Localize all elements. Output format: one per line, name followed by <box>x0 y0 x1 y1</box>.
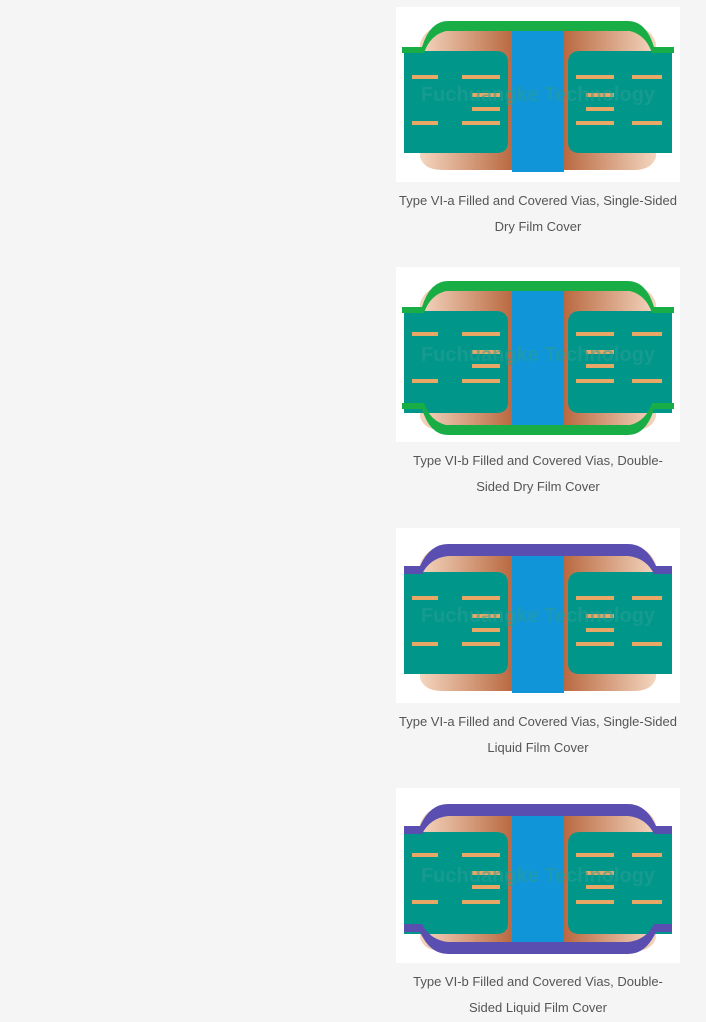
inner-copper-pad <box>632 75 662 79</box>
inner-copper-pad <box>576 853 614 857</box>
dielectric-right <box>568 832 672 934</box>
inner-copper-pad <box>472 107 500 111</box>
figure-type-vi-b-dry: Fuchuangke Technology Type VI-b Filled a… <box>396 267 680 500</box>
inner-copper-pad <box>462 379 500 383</box>
inner-copper-pad <box>412 596 438 600</box>
via-cross-section-diagram: Fuchuangke Technology <box>396 267 680 442</box>
inner-copper-pad <box>472 364 500 368</box>
figure-type-vi-a-liquid: Fuchuangke Technology Type VI-a Filled a… <box>396 528 680 761</box>
inner-copper-pad <box>586 350 614 354</box>
caption-line-2: Liquid Film Cover <box>487 740 589 755</box>
inner-copper-pad <box>586 614 614 618</box>
inner-copper-pad <box>586 885 614 889</box>
via-cross-section-diagram: Fuchuangke Technology <box>396 528 680 703</box>
inner-copper-pad <box>586 628 614 632</box>
inner-copper-pad <box>412 900 438 904</box>
dielectric-left <box>404 311 508 413</box>
inner-copper-pad <box>576 596 614 600</box>
caption-line-2: Dry Film Cover <box>494 219 582 234</box>
inner-copper-pad <box>412 853 438 857</box>
top-dry-film-cover <box>402 281 674 313</box>
inner-copper-pad <box>462 853 500 857</box>
inner-copper-pad <box>412 75 438 79</box>
caption-line-2: Sided Dry Film Cover <box>476 479 600 494</box>
caption-line-1: Type VI-a Filled and Covered Vias, Singl… <box>399 193 677 208</box>
figure-type-vi-b-liquid: Fuchuangke Technology Type VI-b Filled a… <box>396 788 680 1021</box>
via-fill <box>512 808 564 953</box>
inner-copper-pad <box>472 93 500 97</box>
inner-copper-pad <box>462 596 500 600</box>
figure-caption: Type VI-a Filled and Covered Vias, Singl… <box>396 709 680 761</box>
figure-caption: Type VI-b Filled and Covered Vias, Doubl… <box>396 969 680 1021</box>
via-fill <box>512 287 564 432</box>
inner-copper-pad <box>586 93 614 97</box>
caption-line-2: Sided Liquid Film Cover <box>468 1000 607 1015</box>
inner-copper-pad <box>586 871 614 875</box>
inner-copper-pad <box>412 642 438 646</box>
inner-copper-pad <box>632 596 662 600</box>
inner-copper-pad <box>632 642 662 646</box>
watermark-text: Fuchuangke Technology <box>421 344 656 366</box>
inner-copper-pad <box>412 332 438 336</box>
inner-copper-pad <box>632 332 662 336</box>
inner-copper-pad <box>576 121 614 125</box>
caption-line-1: Type VI-b Filled and Covered Vias, Doubl… <box>413 974 663 989</box>
via-fill <box>512 27 564 172</box>
inner-copper-pad <box>576 900 614 904</box>
bottom-dry-film-cover <box>402 403 674 435</box>
inner-copper-pad <box>462 121 500 125</box>
top-liquid-film-cover <box>404 804 672 834</box>
watermark-text: Fuchuangke Technology <box>421 865 656 887</box>
inner-copper-pad <box>472 871 500 875</box>
inner-copper-pad <box>472 350 500 354</box>
inner-copper-pad <box>412 379 438 383</box>
top-liquid-film-cover <box>404 544 672 574</box>
inner-copper-pad <box>462 642 500 646</box>
via-cross-section-diagram: Fuchuangke Technology <box>396 788 680 963</box>
inner-copper-pad <box>586 364 614 368</box>
inner-copper-pad <box>472 885 500 889</box>
inner-copper-pad <box>632 379 662 383</box>
watermark-text: Fuchuangke Technology <box>421 84 656 106</box>
inner-copper-pad <box>462 900 500 904</box>
dielectric-left <box>404 832 508 934</box>
figure-caption: Type VI-a Filled and Covered Vias, Singl… <box>396 188 680 240</box>
via-cross-section-diagram: Fuchuangke Technology <box>396 7 680 182</box>
figure-caption: Type VI-b Filled and Covered Vias, Doubl… <box>396 448 680 500</box>
via-fill <box>512 548 564 693</box>
inner-copper-pad <box>462 75 500 79</box>
inner-copper-pad <box>576 379 614 383</box>
inner-copper-pad <box>576 75 614 79</box>
inner-copper-pad <box>632 853 662 857</box>
bottom-liquid-film-cover <box>404 924 672 954</box>
watermark-text: Fuchuangke Technology <box>421 605 656 627</box>
inner-copper-pad <box>586 107 614 111</box>
caption-line-1: Type VI-b Filled and Covered Vias, Doubl… <box>413 453 663 468</box>
inner-copper-pad <box>462 332 500 336</box>
dielectric-right <box>568 311 672 413</box>
top-dry-film-cover <box>402 21 674 53</box>
inner-copper-pad <box>632 900 662 904</box>
inner-copper-pad <box>472 628 500 632</box>
figure-type-vi-a-dry: Fuchuangke Technology Type VI-a Filled a… <box>396 7 680 240</box>
inner-copper-pad <box>576 642 614 646</box>
inner-copper-pad <box>632 121 662 125</box>
inner-copper-pad <box>412 121 438 125</box>
inner-copper-pad <box>576 332 614 336</box>
inner-copper-pad <box>472 614 500 618</box>
caption-line-1: Type VI-a Filled and Covered Vias, Singl… <box>399 714 677 729</box>
